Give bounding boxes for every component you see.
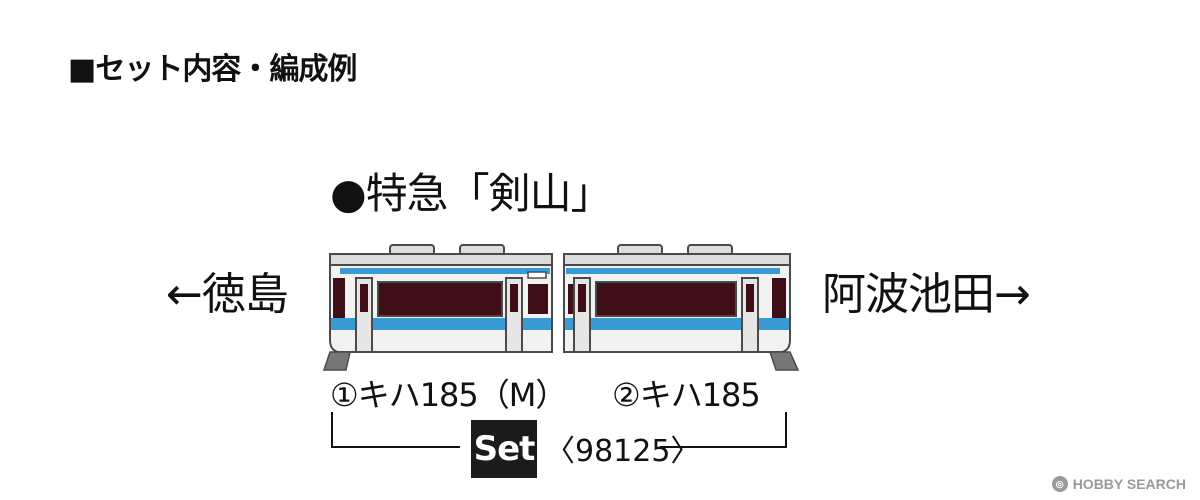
- car-2-lower-stripe: [565, 318, 789, 330]
- car-2-upper-stripe: [566, 268, 780, 274]
- set-bracket: [331, 412, 787, 448]
- car-1-window: [377, 281, 503, 317]
- watermark-text: HOBBY SEARCH: [1072, 476, 1186, 492]
- hobby-search-icon: ◎: [1051, 476, 1068, 492]
- set-badge: Set: [471, 420, 537, 478]
- direction-left: ←徳島: [166, 269, 289, 320]
- car-1-lower-stripe: [331, 318, 551, 330]
- section-heading: ■セット内容・編成例: [68, 52, 357, 87]
- car-1-label: ①キハ185（M）: [330, 376, 567, 414]
- car-2: [563, 244, 800, 371]
- car-1-cab-window: [333, 278, 345, 318]
- car-2-skirt: [768, 351, 800, 371]
- set-code: 〈98125〉: [545, 434, 701, 469]
- car-1-upper-stripe: [340, 268, 550, 274]
- car-2-door-window: [746, 284, 754, 312]
- car-2-window: [595, 281, 737, 317]
- car-2-door-window: [578, 284, 586, 312]
- car-1-door-window: [360, 284, 368, 312]
- car-1-rear-window: [528, 284, 548, 314]
- watermark: ◎ HOBBY SEARCH: [1051, 476, 1186, 492]
- car-1-sign: [527, 271, 547, 279]
- direction-right: 阿波池田→: [822, 269, 1031, 320]
- car-1-door-window: [510, 284, 518, 312]
- car-1-skirt: [322, 351, 351, 371]
- train-name: ●特急「剣山」: [330, 169, 613, 218]
- car-2-cab-window: [772, 278, 786, 318]
- car-2-label: ②キハ185: [612, 376, 761, 414]
- car-1: [322, 244, 553, 371]
